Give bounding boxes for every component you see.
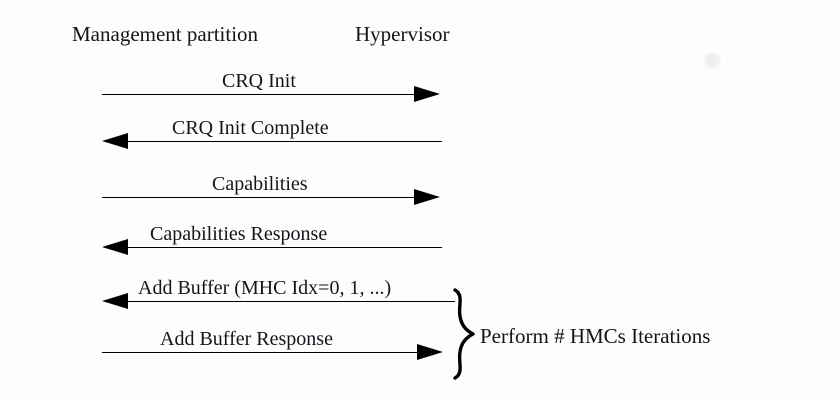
message-row-capabilities: Capabilities: [102, 150, 442, 205]
curly-brace-icon: [443, 288, 483, 380]
arrow-left-icon-crq-init-complete: [102, 133, 128, 149]
arrow-right-icon-capabilities: [414, 189, 440, 205]
iteration-annotation-label: Perform # HMCs Iterations: [480, 324, 711, 348]
message-row-crq-init-complete: CRQ Init Complete: [102, 94, 442, 149]
message-line-capabilities: [102, 197, 414, 198]
message-row-crq-init: CRQ Init: [102, 47, 442, 102]
message-label-capabilities-response: Capabilities Response: [150, 223, 328, 245]
message-row-add-buffer-response: Add Buffer Response: [102, 305, 447, 360]
background-artifact: [704, 52, 721, 69]
message-row-add-buffer: Add Buffer (MHC Idx=0, 1, ...): [102, 254, 457, 309]
arrow-right-icon-add-buffer-response: [417, 344, 443, 360]
arrow-left-icon-add-buffer: [102, 293, 128, 309]
message-line-add-buffer-response: [102, 352, 417, 353]
lifeline-header-management-partition: Management partition: [72, 22, 259, 46]
message-line-capabilities-response: [128, 247, 442, 248]
message-label-add-buffer-response: Add Buffer Response: [160, 328, 333, 350]
message-row-capabilities-response: Capabilities Response: [102, 200, 442, 255]
arrow-left-icon-capabilities-response: [102, 239, 128, 255]
message-label-crq-init: CRQ Init: [222, 70, 296, 92]
arrow-right-icon-crq-init: [414, 86, 440, 102]
message-line-crq-init-complete: [128, 141, 442, 142]
message-line-add-buffer: [128, 301, 455, 302]
lifeline-header-hypervisor: Hypervisor: [355, 22, 450, 46]
message-line-crq-init: [102, 94, 414, 95]
message-label-add-buffer: Add Buffer (MHC Idx=0, 1, ...): [138, 277, 392, 299]
message-label-crq-init-complete: CRQ Init Complete: [172, 117, 329, 139]
message-label-capabilities: Capabilities: [212, 173, 308, 195]
